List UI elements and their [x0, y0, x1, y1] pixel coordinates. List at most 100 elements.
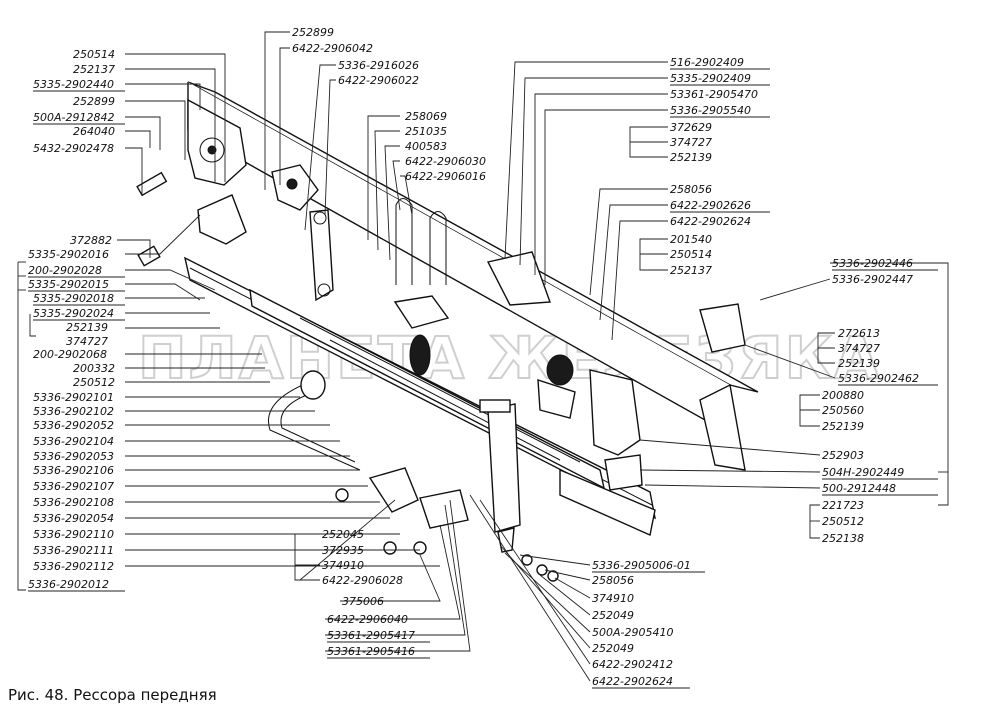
part-label: 6422-2906022 — [338, 74, 419, 87]
part-label: 53361-2905470 — [670, 88, 758, 101]
part-label: 252899 — [292, 26, 334, 39]
stabilizer-bracket — [271, 164, 319, 211]
part-label: 374727 — [838, 342, 880, 355]
part-label: 252139 — [670, 151, 712, 164]
part-label: 5336-2902104 — [33, 435, 114, 448]
part-label: 374727 — [66, 335, 108, 348]
part-label: 53361-2905417 — [327, 629, 415, 642]
part-label: 5336-2902111 — [33, 544, 114, 557]
part-label: 5336-2902102 — [33, 405, 114, 418]
part-label: 5335-2902440 — [33, 78, 114, 91]
part-label: 504Н-2902449 — [822, 466, 904, 479]
part-label: 252138 — [822, 532, 864, 545]
part-label: 5336-2902106 — [33, 464, 114, 477]
part-label: 5335-2902018 — [33, 292, 114, 305]
part-label: 200-2902028 — [28, 264, 102, 277]
part-label: 6422-2906042 — [292, 42, 373, 55]
part-label: 252899 — [73, 95, 115, 108]
part-label: 258056 — [592, 574, 634, 587]
part-label: 5336-2902447 — [832, 273, 913, 286]
part-label: 252903 — [822, 449, 864, 462]
part-label: 221723 — [822, 499, 864, 512]
part-label: 5336-2916026 — [338, 59, 419, 72]
part-label: 201540 — [670, 233, 712, 246]
part-label: 5336-2902462 — [838, 372, 919, 385]
rear-bracket — [486, 251, 746, 491]
part-label: 252137 — [73, 63, 115, 76]
label-underlines — [28, 68, 938, 689]
part-label: 5336-2902110 — [33, 528, 114, 541]
part-label: 5336-2902052 — [33, 419, 114, 432]
part-label: 250560 — [822, 404, 864, 417]
part-label: 5336-2902054 — [33, 512, 114, 525]
front-bracket — [187, 98, 247, 186]
part-label: 251035 — [405, 125, 447, 138]
part-label: 5336-2902012 — [28, 578, 109, 591]
stabilizer-link — [309, 209, 334, 302]
part-label: 5336-2902446 — [832, 257, 913, 270]
part-label: 500-2912448 — [822, 482, 896, 495]
part-label: 5336-2902108 — [33, 496, 114, 509]
part-label: 272613 — [838, 327, 880, 340]
part-label: 516-2902409 — [670, 56, 744, 69]
part-label: 5432-2902478 — [33, 142, 114, 155]
part-label: 5335-2902016 — [28, 248, 109, 261]
part-label: 6422-2902412 — [592, 658, 673, 671]
part-label: 5336-2905006-01 — [592, 559, 691, 572]
part-label: 250514 — [73, 48, 115, 61]
part-label: 250514 — [670, 248, 712, 261]
part-label: 372935 — [322, 544, 364, 557]
part-label: 252139 — [838, 357, 880, 370]
part-label: 53361-2905416 — [327, 645, 415, 658]
leader-lines — [17, 31, 949, 682]
part-label: 372882 — [70, 234, 112, 247]
figure-caption: Рис. 48. Рессора передняя — [8, 686, 217, 704]
part-label: 252049 — [592, 642, 634, 655]
part-label: 5336-2902101 — [33, 391, 114, 404]
part-labels: 250514 252137 5335-2902440 252899 500А-2… — [28, 26, 919, 688]
part-label: 264040 — [73, 125, 115, 138]
part-label: 252049 — [592, 609, 634, 622]
u-bolts — [393, 198, 450, 376]
part-label: 500А-2912842 — [33, 111, 114, 124]
part-label: 5336-2902053 — [33, 450, 114, 463]
part-label: 252137 — [670, 264, 712, 277]
part-label: 500А-2905410 — [592, 626, 673, 639]
part-label: 5336-2902112 — [33, 560, 114, 573]
part-label: 5335-2902024 — [33, 307, 114, 320]
part-label: 6422-2902624 — [670, 215, 751, 228]
part-label: 375006 — [342, 595, 384, 608]
part-label: 200-2902068 — [33, 348, 107, 361]
part-label: 400583 — [405, 140, 447, 153]
part-label: 5336-2902107 — [33, 480, 114, 493]
part-label: 5335-2902409 — [670, 72, 751, 85]
shackle-bracket — [136, 171, 247, 267]
part-label: 252139 — [822, 420, 864, 433]
part-label: 6422-2902624 — [592, 675, 673, 688]
part-label: 252045 — [322, 528, 364, 541]
part-label: 374910 — [322, 559, 364, 572]
part-label: 374910 — [592, 592, 634, 605]
stabilizer-bar — [268, 370, 361, 471]
part-label: 250512 — [73, 376, 115, 389]
part-label: 6422-2906040 — [327, 613, 408, 626]
part-label: 6422-2906016 — [405, 170, 486, 183]
part-label: 200880 — [822, 389, 864, 402]
part-label: 250512 — [822, 515, 864, 528]
lower-hardware — [335, 467, 559, 582]
part-label: 5335-2902015 — [28, 278, 109, 291]
part-label: 252139 — [66, 321, 108, 334]
part-label: 6422-2906030 — [405, 155, 486, 168]
part-label: 200332 — [73, 362, 115, 375]
part-label: 258056 — [670, 183, 712, 196]
watermark: ПЛАНЕТА ЖЕЛЕЗЯКА — [138, 324, 881, 392]
part-label: 258069 — [405, 110, 447, 123]
part-label: 6422-2906028 — [322, 574, 403, 587]
part-label: 6422-2902626 — [670, 199, 751, 212]
part-label: 372629 — [670, 121, 712, 134]
shock-absorber — [479, 399, 521, 553]
part-label: 5336-2905540 — [670, 104, 751, 117]
part-label: 374727 — [670, 136, 712, 149]
